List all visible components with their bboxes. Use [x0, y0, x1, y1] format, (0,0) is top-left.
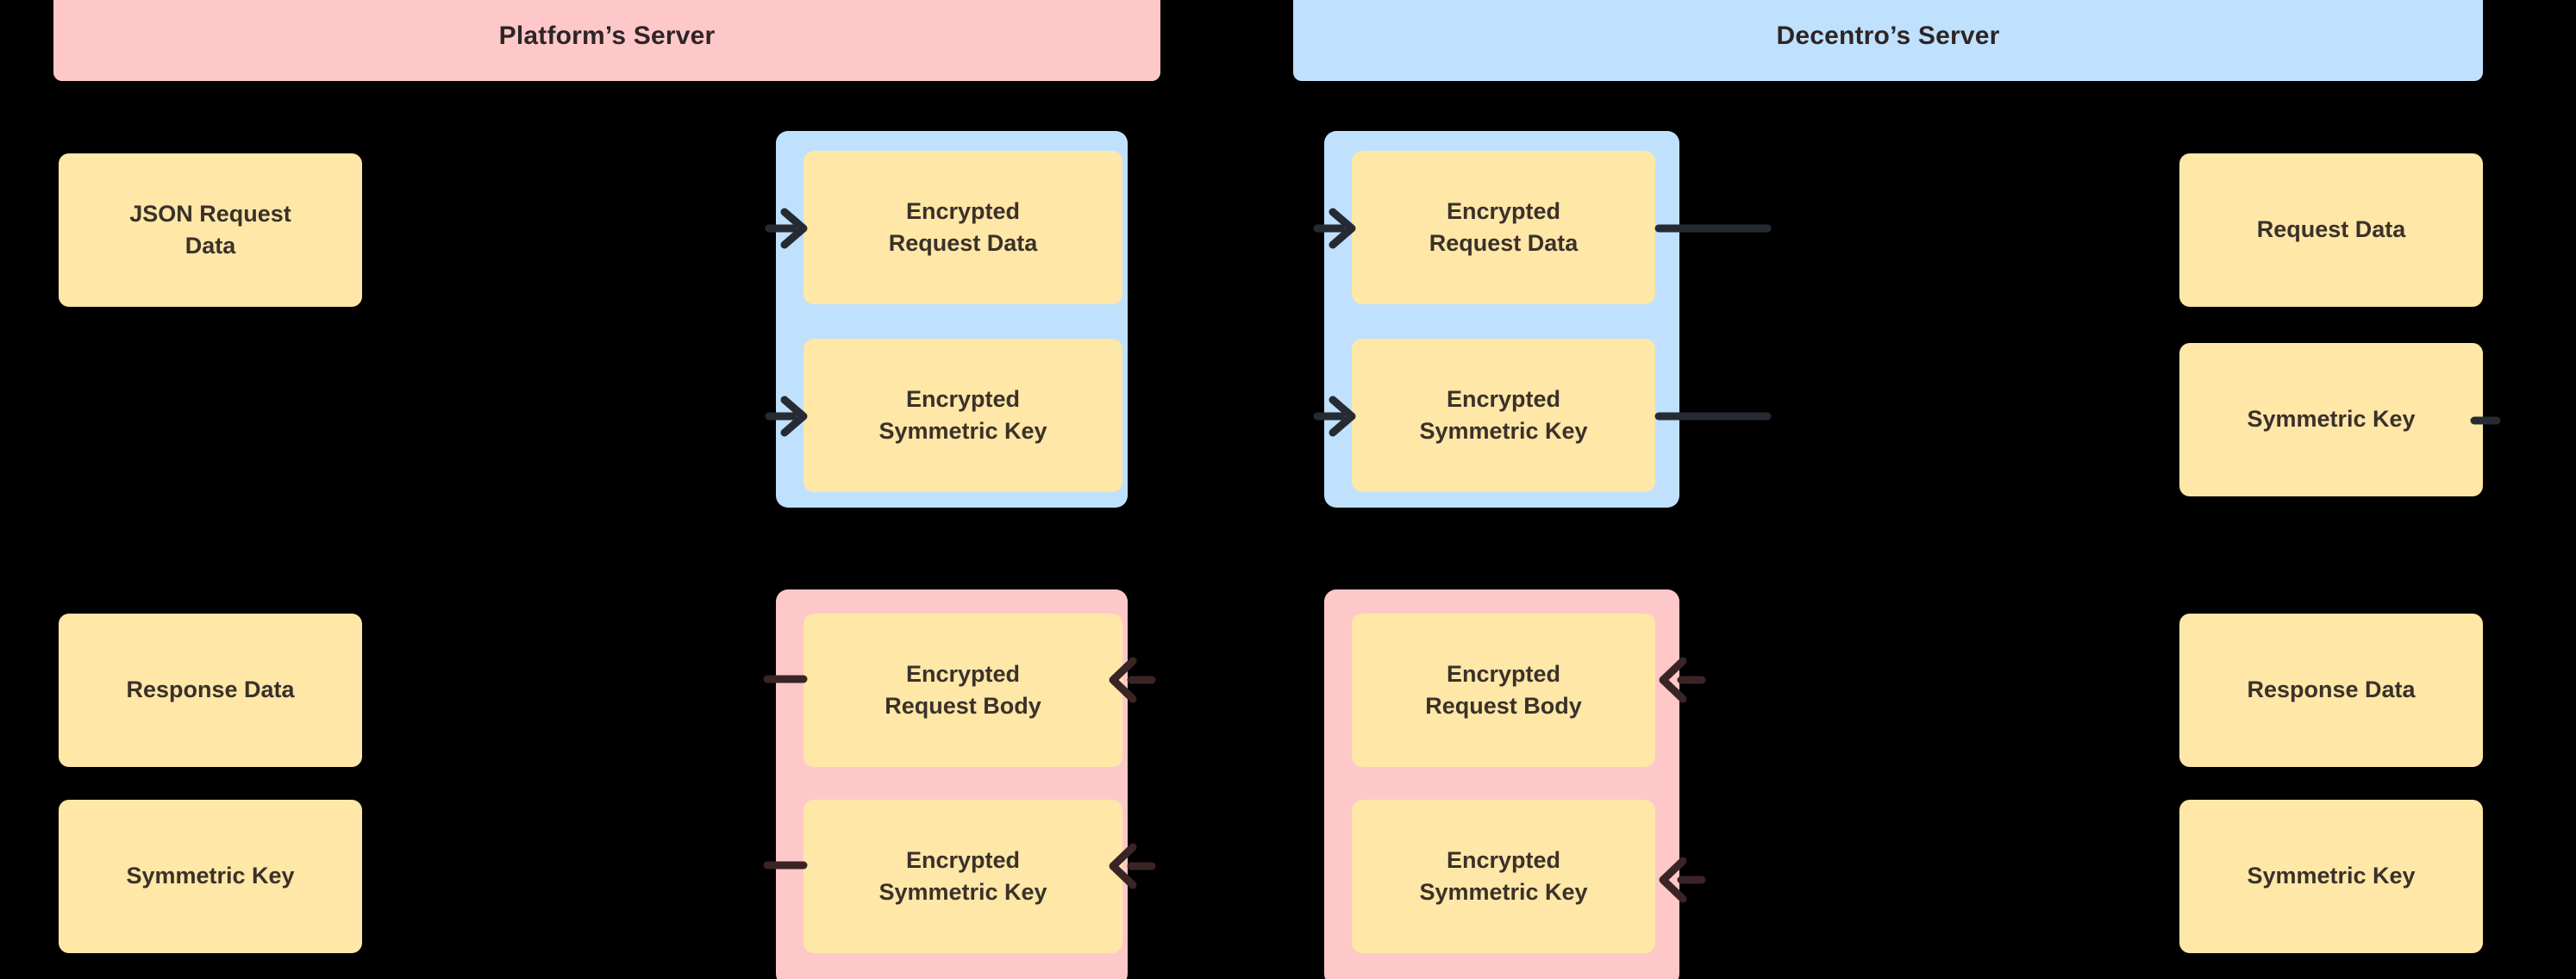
- node-decentro-response-encrypted-symmetric-key-label: Encrypted Symmetric Key: [1419, 846, 1588, 905]
- banner-decentro-server: Decentro’s Server: [1293, 0, 2483, 81]
- banner-platform-server-label: Platform’s Server: [498, 22, 716, 50]
- node-decentro-encrypted-request-data-label: Encrypted Request Data: [1429, 197, 1579, 256]
- node-decentro-encrypted-symmetric-key-label: Encrypted Symmetric Key: [1419, 385, 1588, 444]
- node-platform-encrypted-request-data: Encrypted Request Data: [803, 151, 1122, 304]
- node-decentro-request-data: Request Data: [2179, 153, 2483, 307]
- node-platform-response-encrypted-symmetric-key-label: Encrypted Symmetric Key: [878, 846, 1047, 905]
- node-decentro-symmetric-key: Symmetric Key: [2179, 343, 2483, 496]
- node-platform-symmetric-key: Symmetric Key: [59, 800, 362, 953]
- banner-decentro-server-label: Decentro’s Server: [1776, 22, 2000, 50]
- node-decentro-response-encrypted-symmetric-key: Encrypted Symmetric Key: [1352, 800, 1655, 953]
- node-json-request-data: JSON Request Data: [59, 153, 362, 307]
- node-platform-response-data: Response Data: [59, 614, 362, 767]
- node-decentro-response-data: Response Data: [2179, 614, 2483, 767]
- node-decentro-encrypted-symmetric-key: Encrypted Symmetric Key: [1352, 339, 1655, 492]
- node-platform-encrypted-request-body: Encrypted Request Body: [803, 614, 1122, 767]
- node-platform-response-data-label: Response Data: [126, 677, 295, 703]
- node-decentro-request-data-label: Request Data: [2256, 216, 2406, 243]
- node-platform-encrypted-request-body-label: Encrypted Request Body: [885, 660, 1041, 719]
- node-platform-encrypted-request-data-label: Encrypted Request Data: [888, 197, 1038, 256]
- node-decentro-response-data-label: Response Data: [2247, 677, 2416, 703]
- node-decentro-encrypted-request-data: Encrypted Request Data: [1352, 151, 1655, 304]
- node-json-request-data-label: JSON Request Data: [129, 200, 291, 259]
- node-platform-encrypted-symmetric-key-label: Encrypted Symmetric Key: [878, 385, 1047, 444]
- node-decentro-response-symmetric-key: Symmetric Key: [2179, 800, 2483, 953]
- node-platform-encrypted-symmetric-key: Encrypted Symmetric Key: [803, 339, 1122, 492]
- node-decentro-symmetric-key-label: Symmetric Key: [2247, 406, 2416, 433]
- node-platform-symmetric-key-label: Symmetric Key: [126, 863, 295, 889]
- node-decentro-encrypted-request-body: Encrypted Request Body: [1352, 614, 1655, 767]
- node-decentro-response-symmetric-key-label: Symmetric Key: [2247, 863, 2416, 889]
- node-platform-response-encrypted-symmetric-key: Encrypted Symmetric Key: [803, 800, 1122, 953]
- node-decentro-encrypted-request-body-label: Encrypted Request Body: [1425, 660, 1582, 719]
- banner-platform-server: Platform’s Server: [53, 0, 1160, 81]
